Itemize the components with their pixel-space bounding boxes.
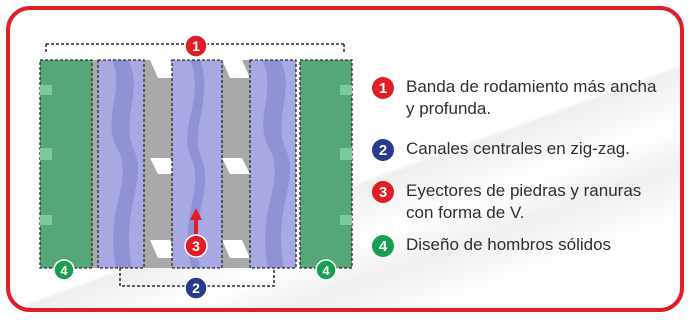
- callout-3-badge: 3: [184, 234, 208, 258]
- legend-badge-3: 3: [372, 181, 394, 203]
- svg-text:4: 4: [60, 263, 68, 278]
- legend-badge-2: 2: [372, 139, 394, 161]
- svg-text:1: 1: [192, 38, 200, 54]
- legend-item-4: 4 Diseño de hombros sólidos: [372, 234, 668, 257]
- legend-item-2: 2 Canales centrales en zig-zag.: [372, 138, 668, 161]
- tread-rib-right: [249, 59, 297, 269]
- legend-text-2: Canales centrales en zig-zag.: [406, 139, 630, 158]
- svg-text:4: 4: [322, 263, 330, 278]
- legend-badge-4: 4: [372, 235, 394, 257]
- legend-text-4: Diseño de hombros sólidos: [406, 235, 612, 254]
- svg-text:2: 2: [192, 280, 200, 296]
- v-groove-arrow: [190, 208, 202, 234]
- bracket-1: [45, 43, 345, 52]
- legend-badge-1: 1: [372, 77, 394, 99]
- left-shoulder: [39, 59, 93, 269]
- right-shoulder: [299, 59, 353, 269]
- callout-4-left-badge: 4: [53, 259, 75, 281]
- tread-rib-left: [97, 59, 145, 269]
- legend-text-1: Banda de rodamiento más ancha y profunda…: [406, 77, 657, 118]
- tread-slashes: [150, 60, 250, 258]
- callout-2-badge: 2: [184, 276, 208, 300]
- callout-1-badge: 1: [184, 34, 208, 58]
- svg-text:3: 3: [192, 238, 200, 254]
- legend-text-3: Eyectores de piedras y ranuras con forma…: [406, 181, 642, 222]
- callout-4-right-badge: 4: [315, 259, 337, 281]
- legend-item-3: 3 Eyectores de piedras y ranuras con for…: [372, 180, 668, 224]
- legend-item-1: 1 Banda de rodamiento más ancha y profun…: [372, 76, 668, 120]
